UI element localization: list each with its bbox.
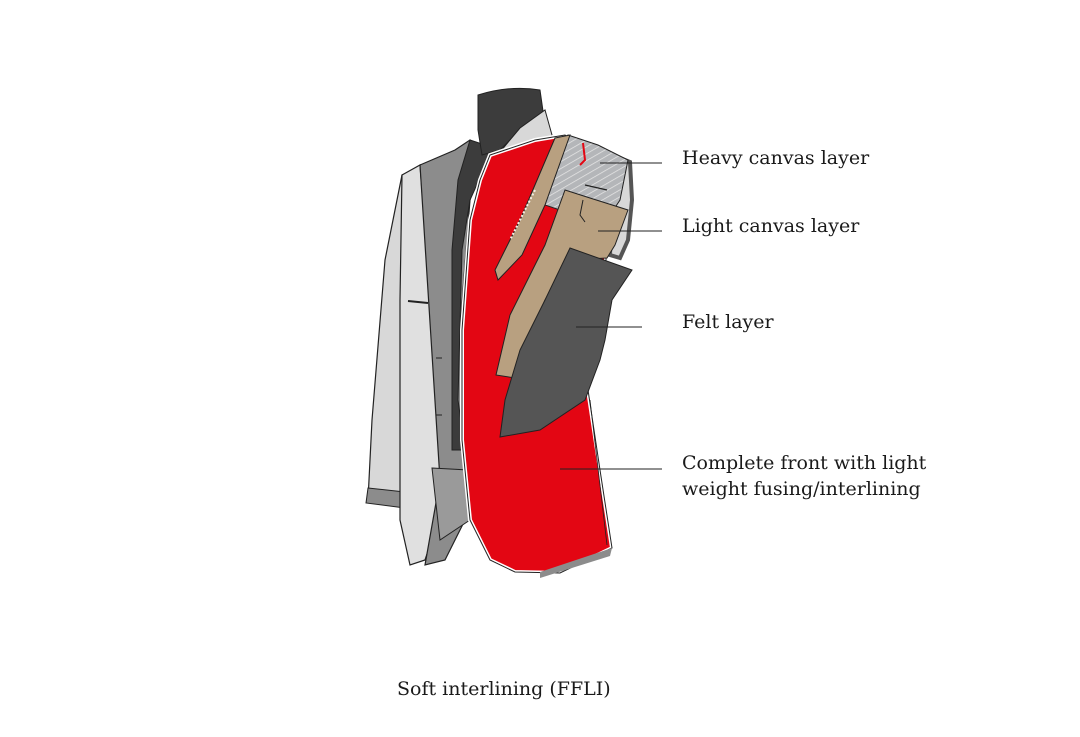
figure-caption: Soft interlining (FFLI) <box>397 678 611 700</box>
label-felt: Felt layer <box>682 311 774 333</box>
label-light-canvas: Light canvas layer <box>682 215 860 237</box>
felt-layer <box>499 247 633 438</box>
label-heavy-canvas: Heavy canvas layer <box>682 147 870 169</box>
label-complete-front-line1: Complete front with light <box>682 452 927 474</box>
canvas-strip <box>494 134 571 281</box>
label-complete-front-line2: weight fusing/interlining <box>682 478 921 500</box>
